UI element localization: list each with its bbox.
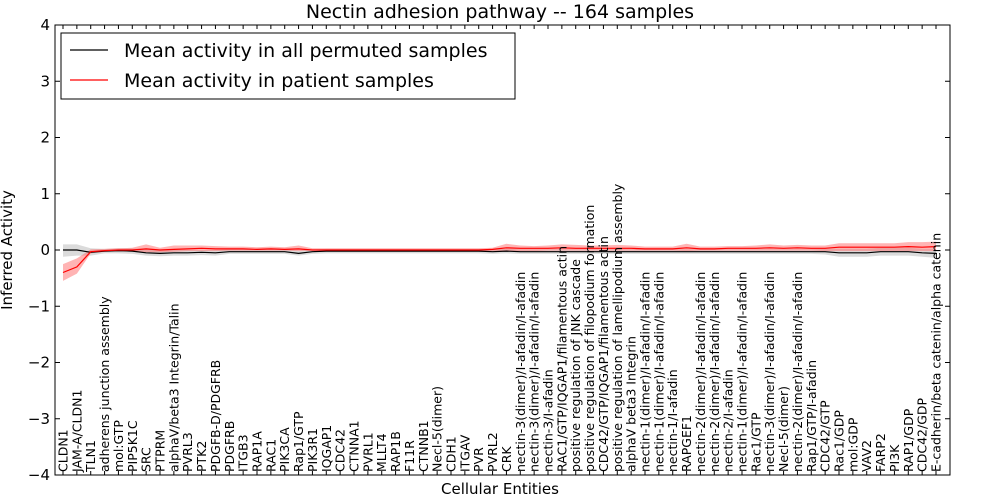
x-tick-label: nectin-1(dimer)/I-afadin/I-afadin [735,272,750,472]
x-tick-label: nectin-3/I-afadin [541,369,556,472]
x-tick-label: mol:GTP [111,420,126,472]
x-tick-label: positive regulation of filopodium format… [582,205,597,472]
x-tick-label: PDGFB-D/PDGFRB [208,360,223,472]
x-tick-label: RAP1B [388,431,403,472]
x-tick-label: positive regulation of JNK cascade [568,259,583,472]
x-tick-label: nectin-2(dimer)/I-afadin/I-afadin [790,272,805,472]
x-tick-label: CRK [499,446,514,472]
x-tick-label: ITGAV [457,434,472,472]
x-tick-label: nectin-1/I-afadin [665,369,680,472]
x-tick-label: CDC42/GDP [915,397,930,472]
y-axis-title: Inferred Activity [0,190,16,310]
y-tick-label: 4 [40,16,50,34]
x-tick-label: CTNNA1 [347,420,362,472]
x-tick-label: nectin-3(dimer)/I-afadin/I-afadin [527,272,542,472]
legend-label-patient: Mean activity in patient samples [124,70,434,92]
x-tick-label: Rap1/GTP/I-afadin [804,360,819,472]
x-tick-label: Rac1/GDP [832,410,847,472]
x-tick-label: TLN1 [83,440,98,473]
x-tick-label: RAP1/GDP [901,408,916,472]
x-tick-label: PTK2 [194,441,209,472]
legend: Mean activity in all permuted samples Me… [60,32,516,100]
x-tick-label: nectin-3(dimer)/I-afadin/I-afadin [762,272,777,472]
legend-box [60,32,516,100]
x-tick-label: RAP1A [250,431,265,472]
x-tick-label: RAC1 [263,439,278,472]
x-tick-label: Necl-5(dimer) [776,386,791,472]
y-tick-label: −4 [28,466,50,484]
x-tick-label: MLLT4 [374,433,389,472]
x-tick-label: nectin-2(dimer)/I-afadin/I-afadin [707,272,722,472]
x-tick-label: CDC42 [333,429,348,472]
x-tick-label: nectin-1(dimer)/I-afadin/I-afadin [638,272,653,472]
y-axis: −4 −3 −2 −1 0 1 2 3 4 [28,16,950,484]
x-tick-label: PTPRM [153,430,168,472]
x-tick-label: JAM-A/CLDN1 [69,390,84,473]
y-tick-label: 1 [40,185,50,203]
x-tick-label: nectin-1(dimer)/I-afadin/I-afadin [651,272,666,472]
x-tick-label: VAV2 [859,440,874,472]
x-tick-label: RAPGEF1 [679,415,694,472]
y-tick-label: −1 [28,297,50,315]
x-tick-label: PIP5K1C [125,420,140,472]
x-tick-label: E-cadherin/beta catenin/alpha catenin [929,233,944,472]
x-tick-label: PDGFRB [222,421,237,472]
x-tick-label: PVRL3 [180,432,195,472]
x-tick-label: PVRL1 [360,432,375,472]
x-tick-label: CDC42/GTP/IQGAP1/filamentous actin [596,236,611,472]
x-tick-label: CTNNB1 [416,420,431,472]
x-tick-label: PI3K [887,444,902,472]
x-tick-label: adherens junction assembly [97,296,112,472]
x-tick-label: F11R [402,440,417,472]
legend-label-permuted: Mean activity in all permuted samples [124,40,487,62]
x-tick-label: positive regulation of lamellipodium ass… [610,183,625,472]
y-tick-label: 0 [40,241,50,259]
x-tick-label: alphaV beta3 Integrin [624,336,639,472]
y-tick-label: 3 [40,72,50,90]
x-tick-label: nectin-2/I-afadin [721,369,736,472]
x-tick-label: mol:GDP [845,417,860,472]
x-tick-label: alphaV/beta3 Integrin/Talin [166,304,181,473]
x-tick-label: RAC1/GTP/IQGAP1/filamentous actin [554,246,569,472]
x-tick-label: PIK3R1 [305,428,320,472]
x-tick-label: CLDN1 [56,429,71,472]
x-tick-label: Rac1/GTP [748,412,763,472]
band-patient [63,241,936,281]
y-tick-label: 2 [40,129,50,147]
x-tick-label: IQGAP1 [319,425,334,472]
x-tick-label: PVR [471,447,486,472]
plot-frame [54,24,951,476]
x-tick-label: PVRL2 [485,432,500,472]
x-axis-title: Cellular Entities [441,480,559,498]
x-tick-label: ITGB3 [236,434,251,472]
x-tick-label: Necl-5(dimer) [430,386,445,472]
y-tick-label: −2 [28,354,50,372]
series-lines [62,245,937,274]
chart-title: Nectin adhesion pathway -- 164 samples [306,1,694,23]
x-tick-label: nectin-2(dimer)/I-afadin/I-afadin [693,272,708,472]
x-tick-label: Rap1/GTP [291,411,306,472]
x-tick-label: nectin-3(dimer)/I-afadin/I-afadin [513,272,528,472]
x-tick-label: FARP2 [873,433,888,472]
x-tick-label: SRC [139,447,154,472]
line-permuted [63,249,937,255]
x-tick-label: PIK3CA [277,427,292,472]
line-patient [62,245,937,274]
x-tick-label: CDC42/GTP [818,400,833,472]
x-tick-label: CDH1 [444,436,459,472]
y-tick-label: −3 [28,410,50,428]
